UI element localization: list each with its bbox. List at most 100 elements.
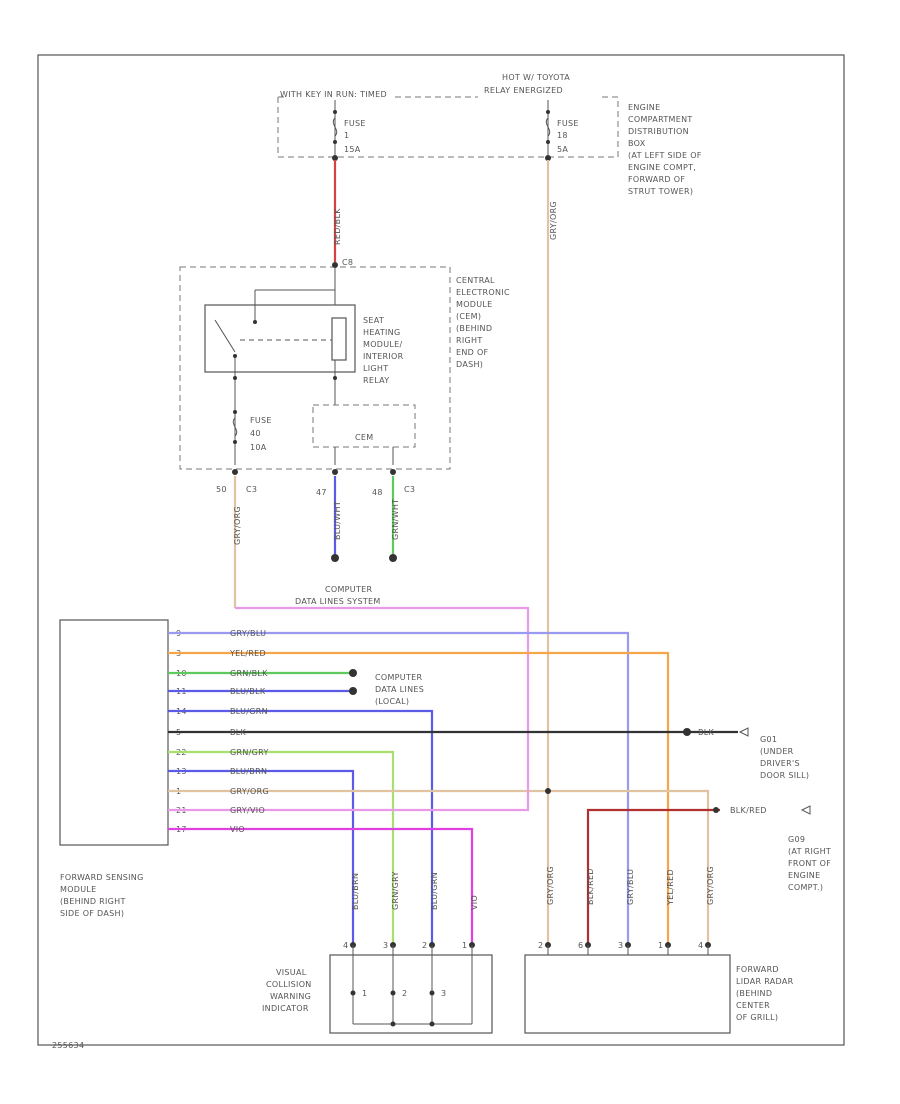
svg-text:FUSE: FUSE xyxy=(250,416,272,425)
forward-sensing-module-label: FORWARD SENSING MODULE (BEHIND RIGHT SID… xyxy=(60,873,144,918)
svg-text:1: 1 xyxy=(658,941,663,950)
svg-text:1: 1 xyxy=(362,989,367,998)
fuse-1: FUSE 1 15A xyxy=(332,100,366,161)
svg-text:DISTRIBUTION: DISTRIBUTION xyxy=(628,127,689,136)
fsm-wire-2: 3 YEL/RED xyxy=(168,649,670,945)
cem-pin-48: 48 xyxy=(372,488,383,497)
svg-text:(LOCAL): (LOCAL) xyxy=(375,697,409,706)
svg-text:G01: G01 xyxy=(760,735,777,744)
svg-text:DATA LINES: DATA LINES xyxy=(375,685,424,694)
svg-text:BLU/BLK: BLU/BLK xyxy=(230,687,266,696)
svg-text:3: 3 xyxy=(618,941,623,950)
svg-text:(AT LEFT SIDE OF: (AT LEFT SIDE OF xyxy=(628,151,702,160)
svg-text:40: 40 xyxy=(250,429,261,438)
cem-pin-c8-dot xyxy=(332,262,338,268)
svg-text:COMPUTER: COMPUTER xyxy=(325,585,373,594)
svg-text:2: 2 xyxy=(402,989,407,998)
svg-text:COMPT.): COMPT.) xyxy=(788,883,823,892)
svg-text:YEL/RED: YEL/RED xyxy=(229,649,266,658)
svg-text:1: 1 xyxy=(462,941,467,950)
svg-text:VIO: VIO xyxy=(470,895,479,910)
fuse-top-right-header-1: HOT W/ TOYOTA xyxy=(502,73,570,82)
wire-label-red-blk: RED/BLK xyxy=(333,208,342,245)
svg-text:BLK/RED: BLK/RED xyxy=(586,868,595,905)
forward-lidar-radar: 2 6 3 1 4 FORWARD LIDAR RADAR (BEHIND CE… xyxy=(524,941,794,1034)
svg-text:SEAT: SEAT xyxy=(363,316,384,325)
fuse-top-right-header-2: RELAY ENERGIZED xyxy=(484,86,563,95)
svg-text:STRUT TOWER): STRUT TOWER) xyxy=(628,187,693,196)
svg-text:BLU/BRN: BLU/BRN xyxy=(230,767,267,776)
cem-pin-50: 50 xyxy=(216,485,227,494)
engine-distribution-box-outline xyxy=(277,96,619,158)
visual-collision-warning-indicator: 4 3 2 1 1 2 3 VISUAL COLLISION WARNING I… xyxy=(262,941,493,1034)
svg-text:ENGINE: ENGINE xyxy=(628,103,660,112)
svg-text:DRIVER'S: DRIVER'S xyxy=(760,759,800,768)
svg-text:MODULE: MODULE xyxy=(60,885,97,894)
svg-text:BLU/GRN: BLU/GRN xyxy=(230,707,268,716)
svg-text:(BEHIND RIGHT: (BEHIND RIGHT xyxy=(60,897,126,906)
svg-text:15A: 15A xyxy=(344,145,361,154)
svg-text:COLLISION: COLLISION xyxy=(266,980,312,989)
wire-pink-loop xyxy=(235,606,530,790)
svg-text:OF GRILL): OF GRILL) xyxy=(736,1013,778,1022)
svg-text:HEATING: HEATING xyxy=(363,328,400,337)
fsm-wire-6: 5 BLK xyxy=(168,728,691,737)
svg-text:3: 3 xyxy=(441,989,446,998)
svg-text:MODULE: MODULE xyxy=(456,300,493,309)
cem-pin-47: 47 xyxy=(316,488,327,497)
svg-text:FORWARD: FORWARD xyxy=(736,965,779,974)
fsm-wire-8: 13 BLU/BRN xyxy=(168,767,355,945)
svg-text:FRONT OF: FRONT OF xyxy=(788,859,831,868)
svg-text:VIO: VIO xyxy=(230,825,245,834)
svg-text:G09: G09 xyxy=(788,835,805,844)
svg-text:5A: 5A xyxy=(557,145,568,154)
seat-heating-relay: SEAT HEATING MODULE/ INTERIOR LIGHT RELA… xyxy=(204,268,404,385)
fsm-wire-5: 14 BLU/GRN xyxy=(168,707,434,945)
svg-text:(BEHIND: (BEHIND xyxy=(456,324,492,333)
svg-text:LIDAR RADAR: LIDAR RADAR xyxy=(736,977,794,986)
computer-data-lines-system-label: COMPUTER DATA LINES SYSTEM xyxy=(295,585,381,606)
svg-text:INDICATOR: INDICATOR xyxy=(262,1004,309,1013)
svg-text:CENTRAL: CENTRAL xyxy=(456,276,495,285)
svg-text:BLU/BRN: BLU/BRN xyxy=(351,873,360,910)
wire-label-cem-gry: GRY/ORG xyxy=(233,506,242,545)
wire-label-cem-blu: BLU/WHT xyxy=(333,501,342,540)
fsm-wire-1: 9 GRY/BLU xyxy=(168,629,630,945)
engine-box-label: ENGINE COMPARTMENT DISTRIBUTION BOX (AT … xyxy=(628,103,702,196)
svg-text:4: 4 xyxy=(698,941,703,950)
svg-text:ELECTRONIC: ELECTRONIC xyxy=(456,288,510,297)
svg-text:RIGHT: RIGHT xyxy=(456,336,483,345)
svg-text:1: 1 xyxy=(344,131,349,140)
svg-text:GRY/BLU: GRY/BLU xyxy=(230,629,266,638)
svg-text:FORWARD SENSING: FORWARD SENSING xyxy=(60,873,144,882)
svg-text:(AT RIGHT: (AT RIGHT xyxy=(788,847,831,856)
svg-text:(BEHIND: (BEHIND xyxy=(736,989,772,998)
fsm-wire-9: 1 GRY/ORG xyxy=(168,787,710,945)
wire-label-gry-org-top: GRY/ORG xyxy=(549,201,558,240)
cem-pin-47-dot xyxy=(332,469,338,475)
svg-text:GRY/VIO: GRY/VIO xyxy=(230,806,265,815)
svg-text:18: 18 xyxy=(557,131,568,140)
cem-inner-module: CEM xyxy=(312,380,416,465)
svg-text:VISUAL: VISUAL xyxy=(276,968,307,977)
diagram-id: 255634 xyxy=(52,1041,84,1050)
svg-text:END OF: END OF xyxy=(456,348,489,357)
svg-text:FUSE: FUSE xyxy=(344,119,366,128)
fsm-wire-10: 21 GRY/VIO xyxy=(168,790,530,815)
fsm-wire-11: 17 VIO xyxy=(168,825,474,945)
svg-text:GRN/BLK: GRN/BLK xyxy=(230,669,268,678)
fsm-wire-3: 10 GRN/BLK xyxy=(168,669,357,678)
svg-text:(UNDER: (UNDER xyxy=(760,747,794,756)
svg-text:GRN/GRY: GRN/GRY xyxy=(230,748,269,757)
fuse-top-left-header: WITH KEY IN RUN: TIMED xyxy=(280,90,387,99)
svg-text:2: 2 xyxy=(422,941,427,950)
svg-text:INTERIOR: INTERIOR xyxy=(363,352,404,361)
svg-text:COMPARTMENT: COMPARTMENT xyxy=(628,115,693,124)
svg-text:CENTER: CENTER xyxy=(736,1001,770,1010)
svg-text:GRY/ORG: GRY/ORG xyxy=(706,866,715,905)
svg-text:GRY/BLU: GRY/BLU xyxy=(626,869,635,905)
svg-text:BLK: BLK xyxy=(698,728,715,737)
svg-text:DOOR SILL): DOOR SILL) xyxy=(760,771,809,780)
svg-text:YEL/RED: YEL/RED xyxy=(666,869,675,906)
svg-text:DATA LINES SYSTEM: DATA LINES SYSTEM xyxy=(295,597,381,606)
